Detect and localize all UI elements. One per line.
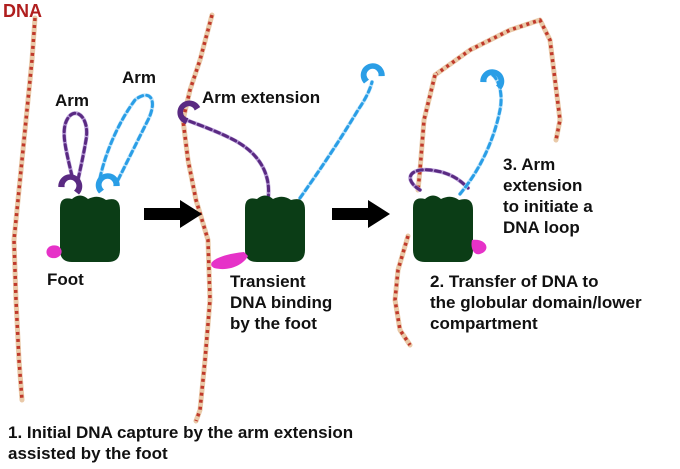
transient-binding-line-3: by the foot xyxy=(230,314,317,333)
arm-head-right-2 xyxy=(360,63,385,84)
initial-capture-line-1: 1. Initial DNA capture by the arm extens… xyxy=(8,423,354,442)
complex-body-3 xyxy=(413,195,473,262)
arm-extension-loop-line-4: DNA loop xyxy=(503,218,580,237)
arm-label-left: Arm xyxy=(55,91,90,110)
complexes-layer xyxy=(46,195,487,270)
arm-left-1 xyxy=(62,111,89,182)
arm-right-2 xyxy=(298,80,374,200)
foot-2 xyxy=(211,252,248,270)
dna-label: DNA xyxy=(3,1,42,21)
complex-body-2 xyxy=(245,195,305,262)
transfer-line-1: 2. Transfer of DNA to xyxy=(430,272,599,291)
complex-body-1 xyxy=(60,195,120,262)
arrow-step-1 xyxy=(144,200,202,228)
arms-layer xyxy=(58,63,505,202)
arm-extension-loop-line-3: to initiate a xyxy=(503,197,593,216)
transfer-line-2: the globular domain/lower xyxy=(430,293,642,312)
transfer-line-3: compartment xyxy=(430,314,538,333)
arm-extension-label: Arm extension xyxy=(202,88,321,107)
dna-strand-2 xyxy=(180,12,215,424)
dna-strand-1 xyxy=(11,15,38,403)
arm-extension-loop-label: 3. Arm extension to initiate a DNA loop xyxy=(503,154,593,238)
arm-extension-loop-line-1: 3. Arm xyxy=(503,155,556,174)
foot-label: Foot xyxy=(47,270,84,289)
arm-extension-2 xyxy=(180,116,271,202)
initial-capture-line-2: assisted by the foot xyxy=(8,444,168,463)
arm-label-right: Arm xyxy=(122,68,157,87)
foot-1 xyxy=(46,245,62,259)
arm-head-ext-2 xyxy=(177,100,201,124)
foot-3 xyxy=(471,239,487,255)
arm-loop-3 xyxy=(408,167,470,192)
arm-head-right-3 xyxy=(480,69,505,90)
dna-strand-5 xyxy=(392,233,413,348)
transient-binding-line-2: DNA binding xyxy=(230,293,333,312)
arrows-layer xyxy=(144,200,390,228)
transfer-label: 2. Transfer of DNA to the globular domai… xyxy=(430,271,642,334)
arm-right-1 xyxy=(98,93,155,182)
arm-head-right-1 xyxy=(95,173,120,194)
arm-extension-loop-line-2: extension xyxy=(503,176,583,195)
transient-binding-label: Transient DNA binding by the foot xyxy=(230,271,332,334)
initial-capture-caption: 1. Initial DNA capture by the arm extens… xyxy=(8,422,353,464)
transient-binding-line-1: Transient xyxy=(230,272,306,291)
dna-strands-layer xyxy=(11,12,563,424)
arrow-step-2 xyxy=(332,200,390,228)
arm-right-3 xyxy=(458,72,503,196)
dna-strand-4 xyxy=(415,72,438,193)
arm-head-left-1 xyxy=(58,174,83,195)
dna-strand-3 xyxy=(432,17,563,143)
